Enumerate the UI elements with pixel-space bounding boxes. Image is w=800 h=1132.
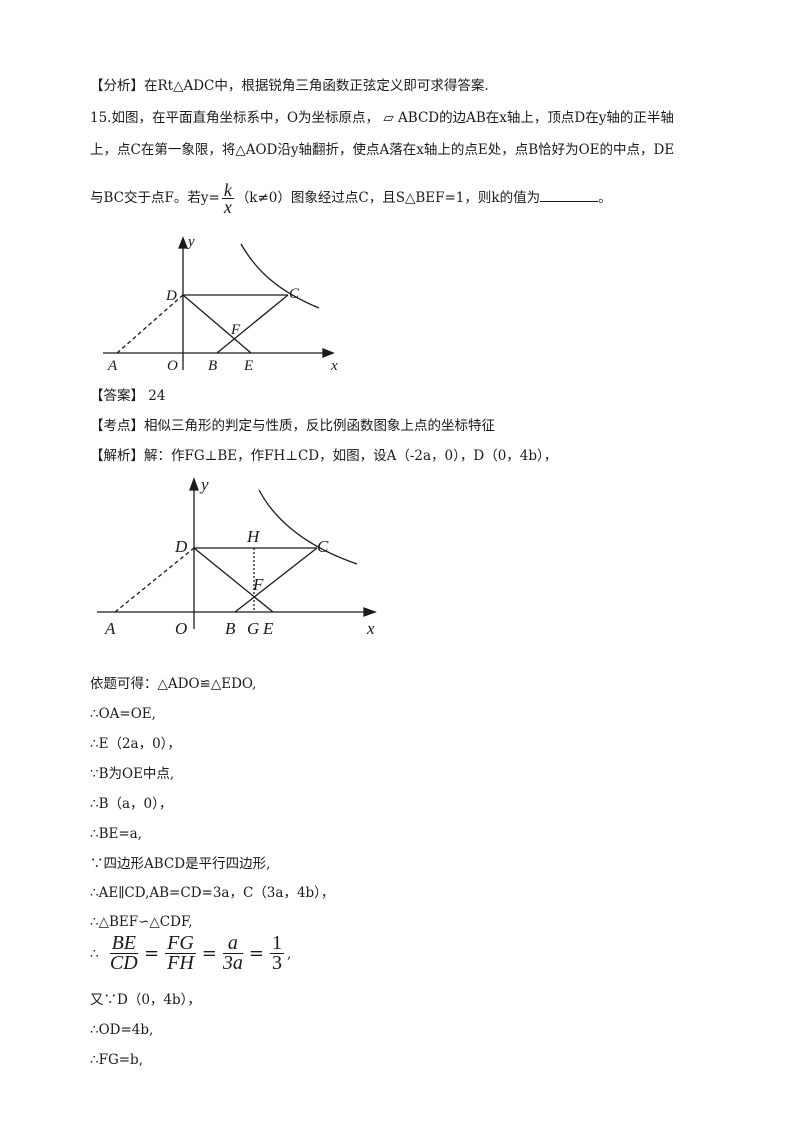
equals-sign: =: [201, 943, 217, 964]
equals-sign: =: [248, 943, 264, 964]
step-9: ∴△BEF∽△CDF,: [90, 914, 193, 930]
step-6: ∴BE=a,: [90, 826, 143, 842]
label-e: E: [262, 619, 274, 638]
numerator: BE: [109, 932, 139, 954]
x-axis-arrow-icon: [322, 348, 335, 358]
segment-bc: [216, 294, 289, 354]
question-text-3b: （k≠0）图象经过点C，且S△BEF=1，则k的值为: [235, 190, 541, 206]
label-c: C: [289, 286, 300, 302]
label-a: A: [107, 358, 118, 374]
step-3: ∴E（2a，0），: [90, 736, 181, 752]
equals-sign: =: [144, 943, 160, 964]
answer-line: 【答案】 24: [90, 386, 165, 406]
label-a: A: [104, 619, 116, 638]
label-o: O: [167, 358, 178, 374]
step-12: ∴FG=b,: [90, 1052, 143, 1068]
answer-label: 【答案】: [90, 388, 144, 404]
step-2: ∴OA=OE,: [90, 706, 156, 722]
hyperbola-curve: [240, 243, 320, 309]
question-line-2: 上，点C在第一象限，将△AOD沿y轴翻折，使点A落在x轴上的点E处，点B恰好为O…: [90, 142, 675, 158]
numerator: FG: [165, 932, 196, 954]
y-axis-arrow-icon: [189, 477, 199, 491]
question-text-3a: 与BC交于点F。若y=: [90, 190, 220, 206]
label-b: B: [225, 619, 236, 638]
label-o: O: [175, 619, 187, 638]
denominator: CD: [109, 952, 138, 974]
label-f: F: [252, 575, 264, 594]
label-f: F: [230, 322, 241, 338]
question-text-1a: 15.如图，在平面直角坐标系中，O为坐标原点，: [90, 110, 380, 126]
fraction-denominator: x: [223, 197, 232, 217]
step-1: 依题可得：△ADO≌△EDO,: [90, 676, 257, 692]
jiexi-line: 【解析】解：作FG⊥BE，作FH⊥CD，如图，设A（-2a，0），D（0，4b）…: [90, 448, 558, 464]
label-d: D: [174, 537, 188, 556]
label-x: x: [330, 358, 338, 374]
parallelogram-icon: ▱: [383, 110, 394, 126]
label-h: H: [246, 527, 261, 546]
hyperbola-curve: [258, 489, 358, 565]
question-text-1b: ABCD的边AB在x轴上，顶点D在y轴的正半轴: [398, 110, 674, 126]
denominator: 3a: [222, 952, 243, 974]
fraction-numerator: k: [221, 180, 234, 200]
figure-1: y x D C F A O B E: [103, 234, 338, 374]
question-line-1: 15.如图，在平面直角坐标系中，O为坐标原点， ▱ ABCD的边AB在x轴上，顶…: [90, 108, 674, 128]
segment-de: [182, 294, 252, 354]
answer-blank: [540, 187, 599, 202]
segment-bc: [234, 547, 318, 613]
denominator: FH: [167, 952, 194, 974]
comma: ,: [286, 945, 292, 962]
question-text-3c: 。: [598, 190, 612, 206]
step-5: ∴B（a，0），: [90, 796, 173, 812]
numerator: a: [222, 933, 243, 954]
label-x: x: [366, 619, 375, 638]
step-11: ∴OD=4b,: [90, 1022, 154, 1038]
label-b: B: [208, 358, 217, 374]
label-y: y: [199, 475, 209, 494]
step-4: ∵B为OE中点,: [90, 766, 175, 782]
answer-value: 24: [148, 388, 166, 404]
therefore-symbol: ∴: [90, 945, 99, 962]
step-7: ∵四边形ABCD是平行四边形,: [90, 856, 271, 872]
step-10: 又∵D（0，4b），: [90, 992, 201, 1008]
label-e: E: [243, 358, 253, 374]
analysis-line: 【分析】在Rt△ADC中，根据锐角三角函数正弦定义即可求得答案.: [90, 78, 489, 94]
segment-de: [193, 547, 274, 613]
label-c: C: [317, 537, 329, 556]
label-g: G: [247, 619, 259, 638]
kaodian-line: 【考点】相似三角形的判定与性质，反比例函数图象上点的坐标特征: [90, 418, 495, 434]
numerator: 1: [269, 932, 284, 954]
y-axis-arrow-icon: [178, 236, 188, 249]
step-8: ∴AE∥CD,AB=CD=3a，C（3a，4b），: [90, 885, 335, 901]
label-d: D: [165, 288, 177, 304]
label-y: y: [186, 234, 195, 250]
dashed-line-ad: [116, 294, 184, 354]
x-axis-arrow-icon: [363, 607, 377, 617]
denominator: 3: [271, 952, 282, 974]
dashed-line-ad: [114, 547, 195, 613]
figure-2: y x D H C F A O B G E: [97, 475, 377, 638]
